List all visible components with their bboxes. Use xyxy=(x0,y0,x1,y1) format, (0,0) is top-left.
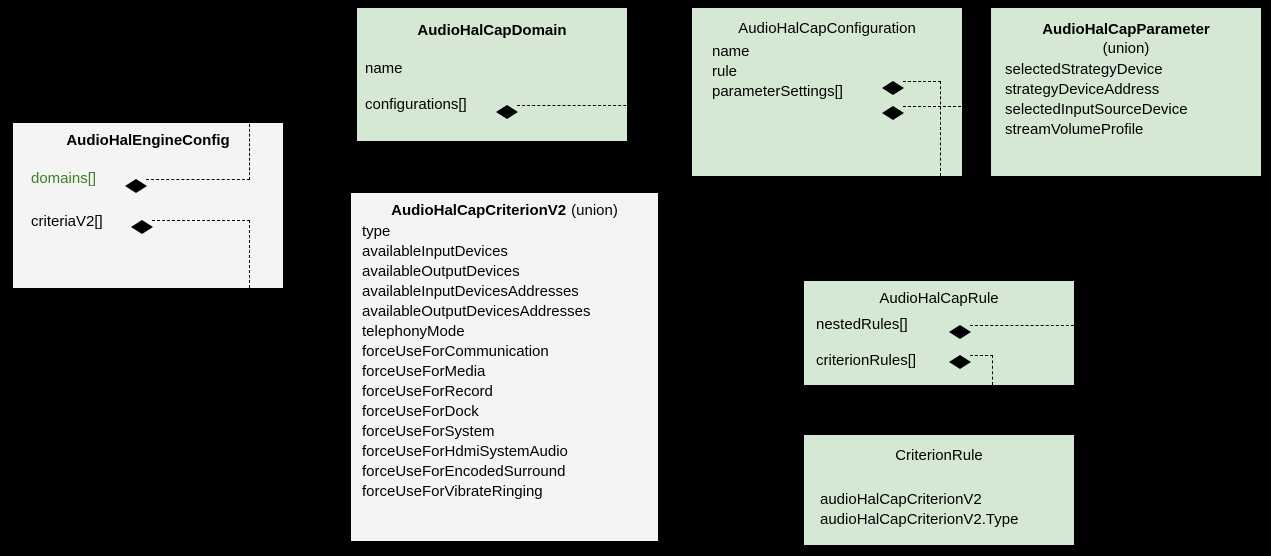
class-box-audio-hal-cap-rule[interactable]: AudioHalCapRule nestedRules[] criterionR… xyxy=(804,281,1074,385)
connector-domains-horizontal xyxy=(146,179,250,180)
field-available-input-devices-addresses: availableInputDevicesAddresses xyxy=(362,283,579,300)
class-box-audio-hal-engine-config[interactable]: AudioHalEngineConfig domains[] criteriaV… xyxy=(13,123,283,288)
class-box-audio-hal-cap-criterion-v2[interactable]: AudioHalCapCriterionV2(union) type avail… xyxy=(351,193,658,541)
field-force-use-for-record: forceUseForRecord xyxy=(362,383,493,400)
field-parameter-settings: parameterSettings[] xyxy=(712,83,843,100)
field-nested-rules: nestedRules[] xyxy=(816,316,908,333)
connector-configurations-horizontal xyxy=(517,105,692,106)
connector-rule-horizontal xyxy=(903,81,941,82)
composition-diamond-domains xyxy=(125,179,147,193)
class-title-suffix-union: (union) xyxy=(1102,40,1150,57)
field-force-use-for-dock: forceUseForDock xyxy=(362,403,479,420)
field-force-use-for-system: forceUseForSystem xyxy=(362,423,495,440)
field-type: type xyxy=(362,223,391,240)
class-box-audio-hal-cap-domain[interactable]: AudioHalCapDomain name configurations[] xyxy=(357,8,627,141)
class-box-criterion-rule[interactable]: CriterionRule audioHalCapCriterionV2 aud… xyxy=(804,435,1074,545)
composition-diamond-criterion-rules xyxy=(949,355,971,369)
composition-diamond-rule xyxy=(882,81,904,95)
connector-criterion-rules-vertical xyxy=(992,355,993,385)
field-telephony-mode: telephonyMode xyxy=(362,323,465,340)
class-title-audio-hal-cap-criterion-v2: AudioHalCapCriterionV2(union) xyxy=(351,201,658,220)
field-name: name xyxy=(712,43,750,60)
connector-nested-rules-horizontal xyxy=(970,325,1074,326)
composition-diamond-parameter-settings xyxy=(882,106,904,120)
connector-domains-vertical xyxy=(249,124,250,180)
composition-diamond-configurations xyxy=(496,105,518,119)
field-rule: rule xyxy=(712,63,738,80)
field-criteria-v2: criteriaV2[] xyxy=(31,213,103,230)
class-title-audio-hal-cap-configuration: AudioHalCapConfiguration xyxy=(738,20,916,37)
connector-rule-vertical xyxy=(940,81,941,176)
field-strategy-device-address: strategyDeviceAddress xyxy=(1005,81,1160,98)
field-configurations: configurations[] xyxy=(365,96,467,113)
field-criterion-rules: criterionRules[] xyxy=(816,352,917,369)
field-domains: domains[] xyxy=(31,170,97,187)
class-title-audio-hal-cap-rule: AudioHalCapRule xyxy=(879,290,999,307)
composition-diamond-nested-rules xyxy=(949,325,971,339)
field-available-output-devices: availableOutputDevices xyxy=(362,263,520,280)
connector-criteria-v2-vertical xyxy=(249,220,250,288)
class-title-text: AudioHalCapCriterionV2 xyxy=(391,202,567,219)
field-force-use-for-vibrate-ringing: forceUseForVibrateRinging xyxy=(362,483,543,500)
class-box-audio-hal-cap-configuration[interactable]: AudioHalCapConfiguration name rule param… xyxy=(692,8,962,176)
connector-criterion-rules-horizontal xyxy=(970,355,993,356)
class-box-audio-hal-cap-parameter[interactable]: AudioHalCapParameter (union) selectedStr… xyxy=(991,8,1261,176)
composition-diamond-criteria-v2 xyxy=(131,220,153,234)
field-force-use-for-communication: forceUseForCommunication xyxy=(362,343,549,360)
field-force-use-for-hdmi-system-audio: forceUseForHdmiSystemAudio xyxy=(362,443,568,460)
class-title-audio-hal-engine-config: AudioHalEngineConfig xyxy=(66,132,230,149)
field-selected-input-source-device: selectedInputSourceDevice xyxy=(1005,101,1188,118)
class-title-audio-hal-cap-parameter: AudioHalCapParameter xyxy=(1042,21,1210,38)
class-title-criterion-rule: CriterionRule xyxy=(895,447,983,464)
field-stream-volume-profile: streamVolumeProfile xyxy=(1005,121,1144,138)
field-force-use-for-encoded-surround: forceUseForEncodedSurround xyxy=(362,463,566,480)
field-audio-hal-cap-criterion-v2-type: audioHalCapCriterionV2.Type xyxy=(820,511,1019,528)
field-force-use-for-media: forceUseForMedia xyxy=(362,363,486,380)
field-available-input-devices: availableInputDevices xyxy=(362,243,508,260)
connector-configuration-inlet-stub xyxy=(678,105,692,106)
class-title-suffix-union: (union) xyxy=(571,202,618,219)
connector-parameter-settings-horizontal xyxy=(903,106,991,107)
field-audio-hal-cap-criterion-v2: audioHalCapCriterionV2 xyxy=(820,491,982,508)
field-selected-strategy-device: selectedStrategyDevice xyxy=(1005,61,1163,78)
class-title-audio-hal-cap-domain: AudioHalCapDomain xyxy=(417,22,567,39)
field-name: name xyxy=(365,60,403,77)
connector-criteria-v2-horizontal xyxy=(152,220,250,221)
field-available-output-devices-addresses: availableOutputDevicesAddresses xyxy=(362,303,591,320)
